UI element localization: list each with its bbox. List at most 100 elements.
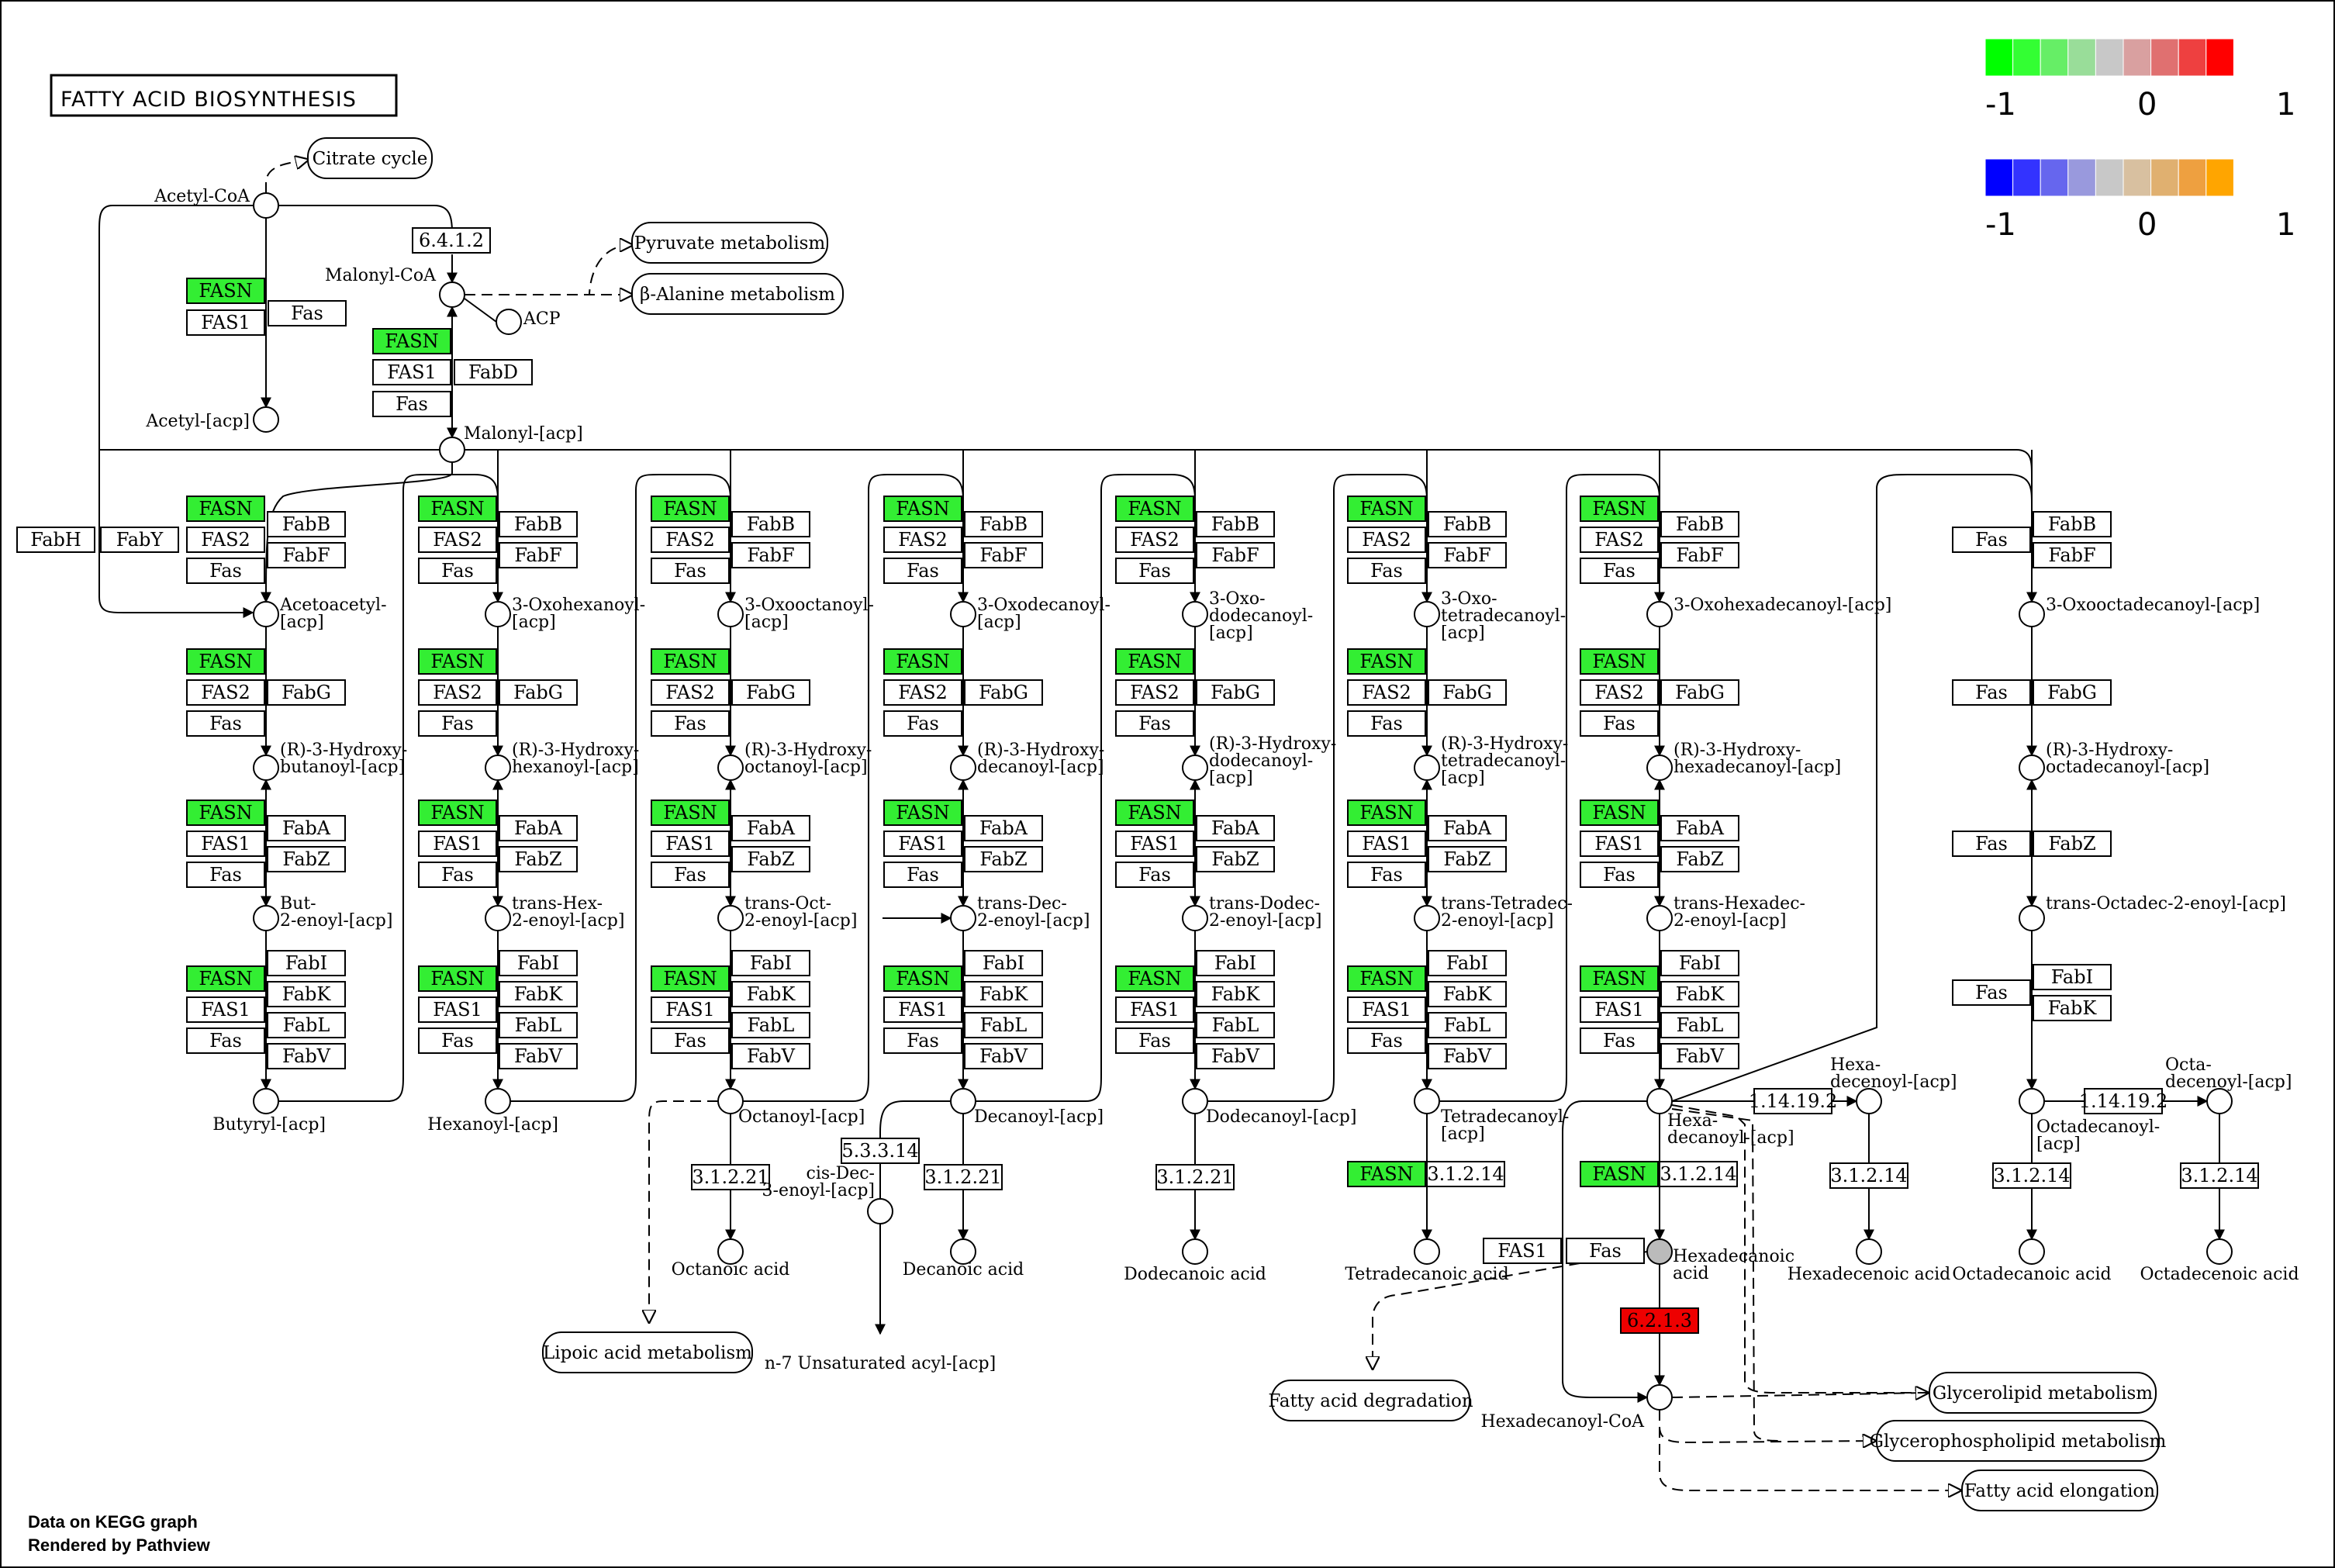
gene-fas1-c4-er[interactable]: FAS1 [651,996,730,1023]
gene-fas-c9-er[interactable]: Fas [1952,979,2031,1006]
node-hyd-c2[interactable] [253,755,279,781]
gene-fasn-c5-er[interactable]: FASN [883,965,962,992]
gene-fas1-acetyl[interactable]: FAS1 [186,309,265,336]
gene-fabk-c4[interactable]: FabK [731,981,810,1007]
gene-fasn-c7-er[interactable]: FASN [1347,965,1426,992]
node-enoyl-c3[interactable] [485,905,511,931]
gene-fas1-c8-dh[interactable]: FAS1 [1580,831,1659,857]
gene-faba-c5[interactable]: FabA [964,815,1043,841]
gene-fabk-c2[interactable]: FabK [267,981,346,1007]
gene-fasn-c7-dh[interactable]: FASN [1347,800,1426,826]
gene-fas1-c7-er[interactable]: FAS1 [1347,996,1426,1023]
gene-fas-c4-kas[interactable]: Fas [651,558,730,584]
gene-fabz-c4[interactable]: FabZ [731,846,810,872]
gene-fas-c9-kas[interactable]: Fas [1952,527,2031,553]
gene-fas-c9-kr[interactable]: Fas [1952,679,2031,706]
gene-fas1-c5-er[interactable]: FAS1 [883,996,962,1023]
gene-faba-c8[interactable]: FabA [1660,815,1739,841]
gene-fas2-c6-kas[interactable]: FAS2 [1115,527,1194,553]
gene-fas1-c5-dh[interactable]: FAS1 [883,831,962,857]
gene-fas-c5-kr[interactable]: Fas [883,710,962,737]
gene-fas1-malonyl[interactable]: FAS1 [372,359,451,385]
gene-fas2-c5-kr[interactable]: FAS2 [883,679,962,706]
node-octadecanoic[interactable] [2019,1238,2045,1265]
gene-fasn-c5-dh[interactable]: FASN [883,800,962,826]
gene-fasn-c7-kr[interactable]: FASN [1347,648,1426,675]
gene-fas-c3-dh[interactable]: Fas [418,862,497,888]
node-malonyl-acp[interactable] [439,437,465,463]
gene-fabi-c5[interactable]: FabI [964,950,1043,976]
gene-fabb-c6[interactable]: FabB [1196,511,1275,537]
node-octadecanoyl[interactable] [2019,1088,2045,1114]
node-enoyl-c7[interactable] [1414,905,1440,931]
node-tetradecanoic[interactable] [1414,1238,1440,1265]
map-glycerophospholipid-metabolism[interactable]: Glycerophospholipid metabolism [1870,1420,2167,1462]
node-hexanoyl[interactable] [485,1088,511,1114]
ec-decanoic[interactable]: 3.1.2.21 [924,1164,1003,1190]
gene-fabf-c3[interactable]: FabF [499,542,578,568]
node-malonyl-coa[interactable] [439,281,465,308]
node-octadecenoic[interactable] [2206,1238,2233,1265]
gene-fas-c7-kr[interactable]: Fas [1347,710,1426,737]
node-acetyl-acp[interactable] [253,406,279,433]
node-octanoyl[interactable] [717,1088,744,1114]
node-oxo-c7[interactable] [1414,601,1440,627]
gene-fasn-c2-kas[interactable]: FASN [186,496,265,522]
gene-fasn-c8-dh[interactable]: FASN [1580,800,1659,826]
gene-fabk-c3[interactable]: FabK [499,981,578,1007]
gene-fabk-c8[interactable]: FabK [1660,981,1739,1007]
gene-fabz-c5[interactable]: FabZ [964,846,1043,872]
gene-fabv-c7[interactable]: FabV [1428,1043,1507,1069]
gene-fas2-c4-kr[interactable]: FAS2 [651,679,730,706]
map-lipoic-acid[interactable]: Lipoic acid metabolism [542,1331,753,1373]
gene-fas-c2-er[interactable]: Fas [186,1027,265,1054]
node-oxo-c9[interactable] [2019,601,2045,627]
gene-fas-c6-kr[interactable]: Fas [1115,710,1194,737]
node-hexadecanoic[interactable] [1646,1238,1673,1265]
gene-fas1-c3-dh[interactable]: FAS1 [418,831,497,857]
gene-faba-c6[interactable]: FabA [1196,815,1275,841]
gene-fas-c5-dh[interactable]: Fas [883,862,962,888]
node-dodecanoic[interactable] [1182,1238,1208,1265]
gene-fabl-c6[interactable]: FabL [1196,1012,1275,1038]
node-hexadecanoyl-coa[interactable] [1646,1384,1673,1411]
gene-fabg-c5[interactable]: FabG [964,679,1043,706]
gene-fabi-c8[interactable]: FabI [1660,950,1739,976]
gene-fas2-c2-kr[interactable]: FAS2 [186,679,265,706]
gene-fas-c6-kas[interactable]: Fas [1115,558,1194,584]
map-glycerolipid-metabolism[interactable]: Glycerolipid metabolism [1929,1372,2157,1414]
gene-fasn-c8-kas[interactable]: FASN [1580,496,1659,522]
ec-3.1.2.14-octadecanoic[interactable]: 3.1.2.14 [1992,1162,2071,1189]
gene-fas2-c3-kas[interactable]: FAS2 [418,527,497,553]
node-octadecenoyl[interactable] [2206,1088,2233,1114]
gene-fasn-c5-kr[interactable]: FASN [883,648,962,675]
gene-fasn-tetradecanoic[interactable]: FASN [1347,1161,1426,1187]
gene-fas1-c3-er[interactable]: FAS1 [418,996,497,1023]
ec-3.1.2.14-hexadecenoic[interactable]: 3.1.2.14 [1829,1162,1908,1189]
map-fatty-acid-elongation[interactable]: Fatty acid elongation [1961,1470,2158,1511]
gene-fabv-c2[interactable]: FabV [267,1043,346,1069]
node-hyd-c8[interactable] [1646,755,1673,781]
ec-1.14.19.2-hexadecenoyl[interactable]: 1.14.19.2 [1749,1088,1838,1114]
gene-fas-c4-er[interactable]: Fas [651,1027,730,1054]
gene-fabk-c9[interactable]: FabK [2033,995,2112,1021]
gene-fas1-c2-er[interactable]: FAS1 [186,996,265,1023]
gene-fabl-c2[interactable]: FabL [267,1012,346,1038]
node-enoyl-c6[interactable] [1182,905,1208,931]
gene-fasn-c8-kr[interactable]: FASN [1580,648,1659,675]
gene-fabf-c2[interactable]: FabF [267,542,346,568]
gene-fasn-c6-er[interactable]: FASN [1115,965,1194,992]
node-decanoyl[interactable] [950,1088,976,1114]
gene-faby[interactable]: FabY [100,527,179,553]
gene-fabz-c9[interactable]: FabZ [2033,831,2112,857]
ec-3.1.2.14-hexadecanoic[interactable]: 3.1.2.14 [1659,1161,1738,1187]
gene-fabi-c3[interactable]: FabI [499,950,578,976]
gene-fas-c2-dh[interactable]: Fas [186,862,265,888]
gene-fas-c2-kas[interactable]: Fas [186,558,265,584]
gene-fasn-c6-dh[interactable]: FASN [1115,800,1194,826]
gene-fasn-c4-kr[interactable]: FASN [651,648,730,675]
node-hyd-c4[interactable] [717,755,744,781]
gene-fasn-c3-er[interactable]: FASN [418,965,497,992]
gene-fasn-c8-er[interactable]: FASN [1580,965,1659,992]
gene-fas-c7-kas[interactable]: Fas [1347,558,1426,584]
